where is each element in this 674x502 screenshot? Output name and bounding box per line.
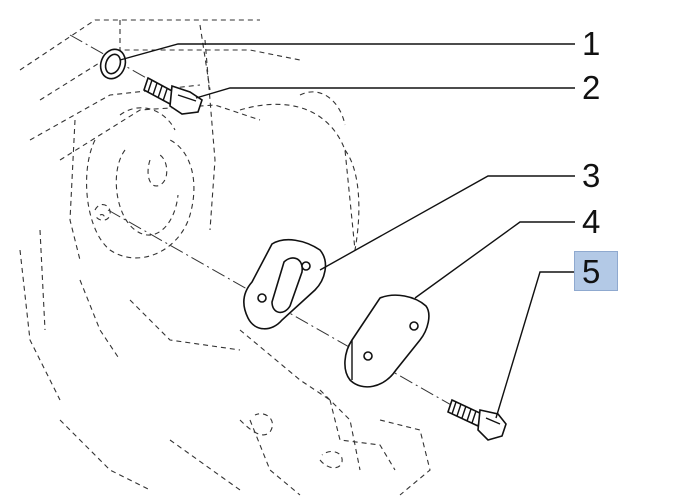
leader-2 [195, 87, 575, 99]
washer-part [99, 48, 127, 80]
callout-label-2[interactable]: 2 [582, 69, 601, 106]
upper-axis-line [69, 34, 151, 81]
highlight-box-5 [574, 251, 618, 291]
plug-bolt-part [143, 76, 203, 115]
callout-label-1[interactable]: 1 [582, 25, 601, 62]
leader-lines [119, 43, 575, 419]
leader-3 [319, 175, 575, 271]
leader-1 [119, 43, 575, 61]
leader-5 [495, 271, 575, 419]
cover-plate-part [344, 294, 430, 388]
engine-block-outline [19, 19, 431, 496]
callout-label-5[interactable]: 5 [582, 253, 601, 290]
callout-label-4[interactable]: 4 [582, 203, 601, 240]
flange-bolt-part [447, 398, 507, 441]
callout-label-3[interactable]: 3 [582, 157, 601, 194]
leader-4 [414, 221, 575, 299]
gasket-part [243, 238, 327, 330]
